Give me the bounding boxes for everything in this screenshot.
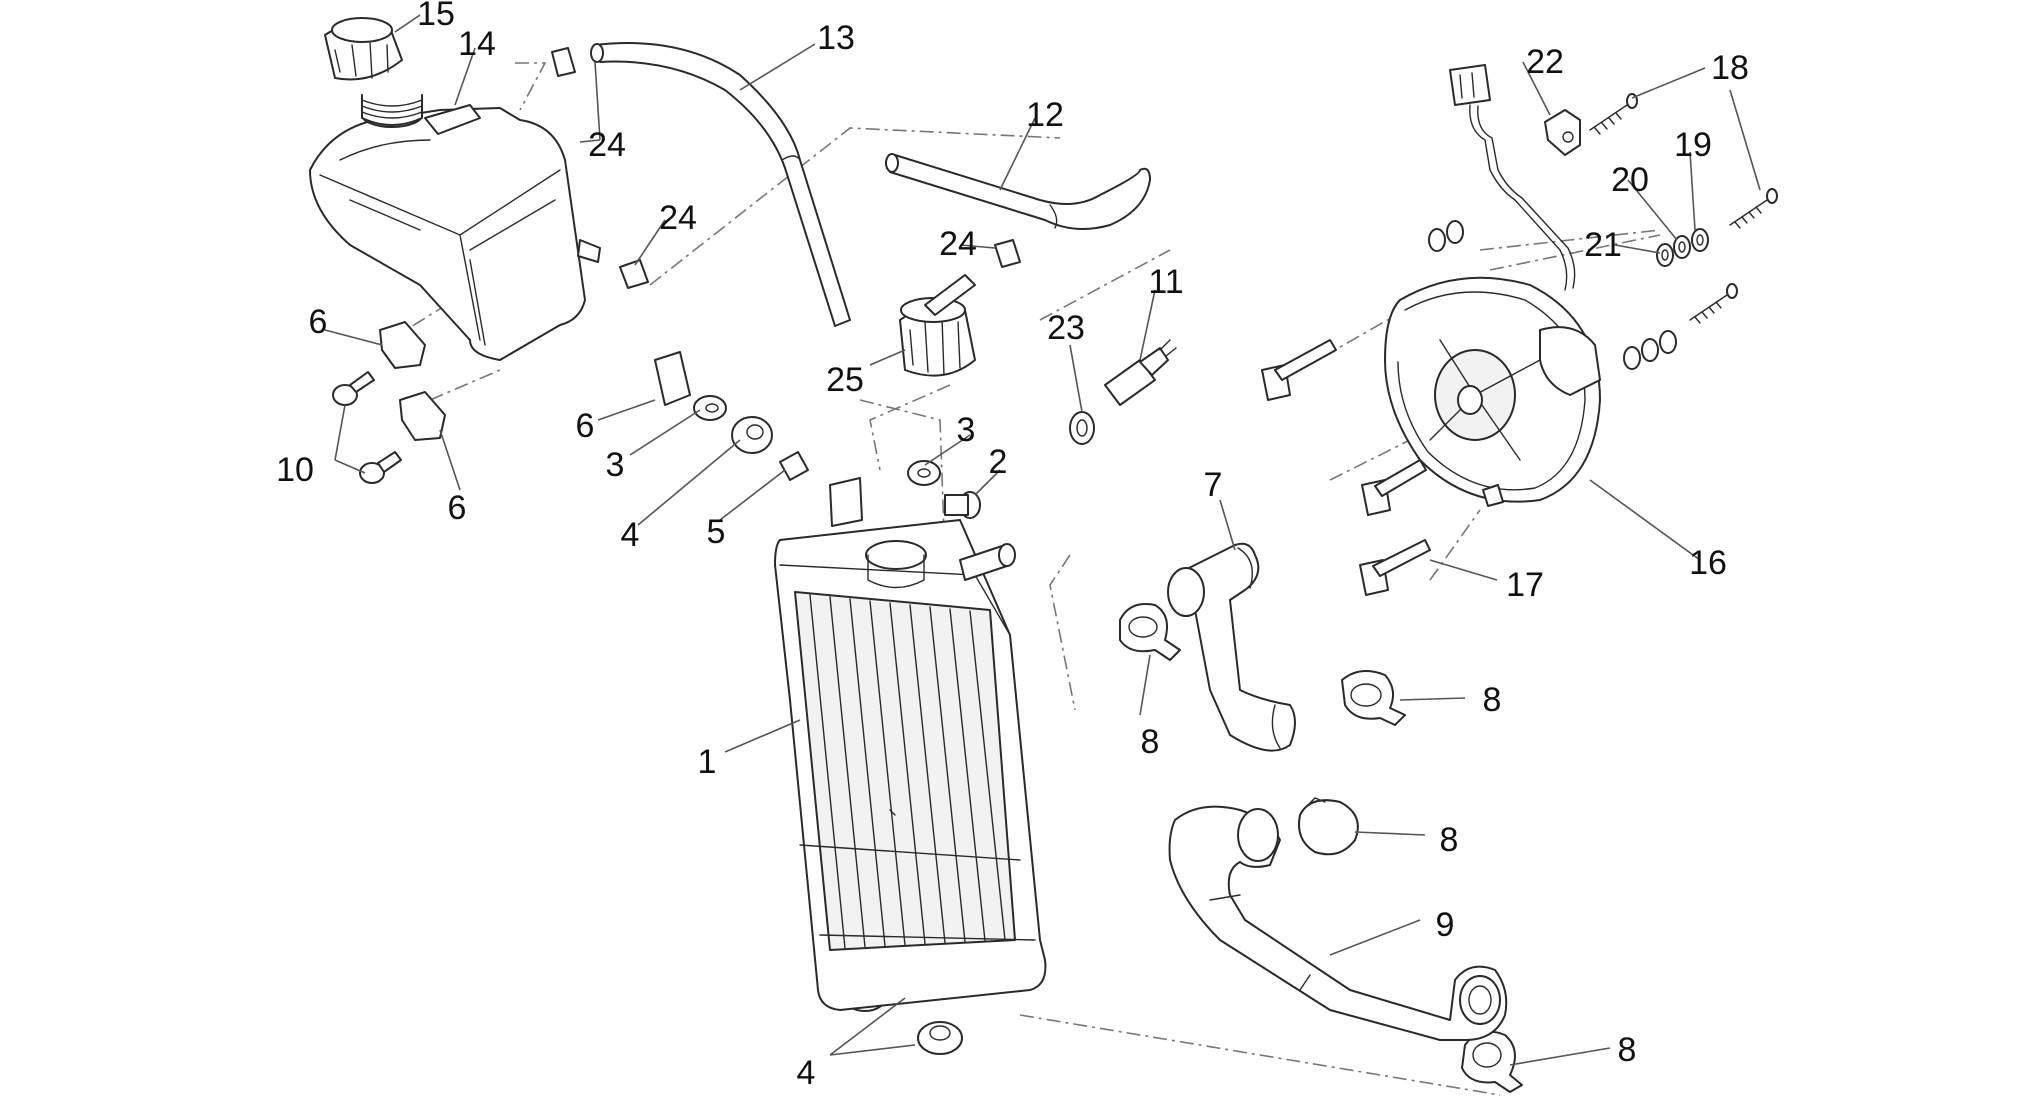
part-15-filler-cap xyxy=(324,17,403,81)
radiator-fins xyxy=(809,594,1006,949)
fan-wiring-harness xyxy=(1449,64,1576,291)
label-13: 13 xyxy=(817,19,855,57)
part-18-screws xyxy=(1589,93,1778,324)
label-11: 11 xyxy=(1148,263,1183,301)
label-15: 15 xyxy=(417,0,455,33)
part-2-bolt xyxy=(944,491,981,519)
part-13-overflow-hose xyxy=(590,42,851,327)
label-6-left: 6 xyxy=(309,303,328,341)
part-24-hose-clips xyxy=(551,47,1021,289)
part-14-expansion-tank xyxy=(309,94,601,361)
part-7-top-hose xyxy=(1167,542,1296,752)
part-12-hose xyxy=(885,153,1151,230)
label-7: 7 xyxy=(1204,466,1223,504)
part-17-mounting-pins xyxy=(1261,339,1431,596)
label-21: 21 xyxy=(1584,226,1622,264)
label-22: 22 xyxy=(1526,43,1564,81)
part-3-washers xyxy=(693,395,941,486)
label-24-top: 24 xyxy=(588,126,626,164)
label-9: 9 xyxy=(1436,906,1455,944)
label-16: 16 xyxy=(1689,544,1727,582)
part-16-cooling-fan xyxy=(1384,276,1601,507)
part-5-spacer xyxy=(779,451,809,481)
leader-lines xyxy=(324,14,1761,1066)
label-8-middle: 8 xyxy=(1440,821,1459,859)
label-1: 1 xyxy=(698,743,717,781)
part-8-hose-clamps xyxy=(1119,603,1523,1093)
label-6-center: 6 xyxy=(576,407,595,445)
label-8-upper: 8 xyxy=(1483,681,1502,719)
label-6-bottom: 6 xyxy=(448,489,467,527)
label-20: 20 xyxy=(1611,161,1649,199)
part-10-bolts xyxy=(332,371,402,484)
label-17: 17 xyxy=(1506,566,1544,604)
label-8-left: 8 xyxy=(1141,723,1160,761)
part-25-radiator-cap xyxy=(899,274,976,377)
part-number-labels: 15 14 13 12 24 24 24 25 11 23 6 10 6 6 3… xyxy=(276,0,1749,1092)
part-6-clips xyxy=(379,321,691,441)
assembly-lines xyxy=(389,62,1661,1096)
label-2: 2 xyxy=(989,443,1008,481)
label-3-right: 3 xyxy=(957,411,976,449)
label-4-top: 4 xyxy=(621,516,640,554)
part-1-radiator xyxy=(774,477,1047,1011)
label-23: 23 xyxy=(1047,309,1085,347)
label-8-bottom: 8 xyxy=(1618,1031,1637,1069)
label-18: 18 xyxy=(1711,49,1749,87)
label-12: 12 xyxy=(1026,96,1064,134)
label-5: 5 xyxy=(707,513,726,551)
part-11-temp-switch xyxy=(1104,339,1177,406)
part-9-bottom-hose xyxy=(1168,805,1508,1041)
label-3-left: 3 xyxy=(606,446,625,484)
part-22-bracket xyxy=(1544,109,1581,156)
label-19: 19 xyxy=(1674,126,1712,164)
part-23-washer xyxy=(1069,411,1095,445)
label-10: 10 xyxy=(276,451,314,489)
label-4-bottom: 4 xyxy=(797,1054,816,1092)
label-24-right: 24 xyxy=(939,225,977,263)
label-24-middle: 24 xyxy=(659,199,697,237)
label-14: 14 xyxy=(458,25,496,63)
label-25: 25 xyxy=(826,361,864,399)
part-19-20-21-washers xyxy=(1428,220,1709,370)
